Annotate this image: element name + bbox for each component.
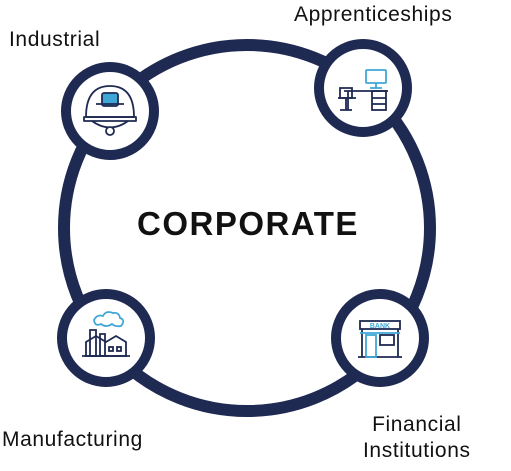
bank-icon: BANK <box>358 320 402 358</box>
main-ring <box>58 39 436 417</box>
node-industrial <box>61 62 159 160</box>
label-apprenticeships: Apprenticeships <box>294 3 453 26</box>
desk-workstation-icon <box>338 69 388 111</box>
node-manufacturing <box>57 289 155 387</box>
factory-icon <box>82 311 130 357</box>
label-financial-line1: Financial <box>372 413 462 436</box>
bank-sign-text: BANK <box>370 323 390 330</box>
node-financial: BANK <box>331 289 429 387</box>
label-industrial: Industrial <box>9 28 101 51</box>
center-title: CORPORATE <box>137 205 359 242</box>
hardhat-icon <box>83 85 137 136</box>
label-financial-institutions: Financial Institutions <box>363 412 471 464</box>
label-financial-line2: Institutions <box>363 439 471 462</box>
label-manufacturing: Manufacturing <box>2 428 143 451</box>
node-apprenticeships <box>314 39 412 137</box>
